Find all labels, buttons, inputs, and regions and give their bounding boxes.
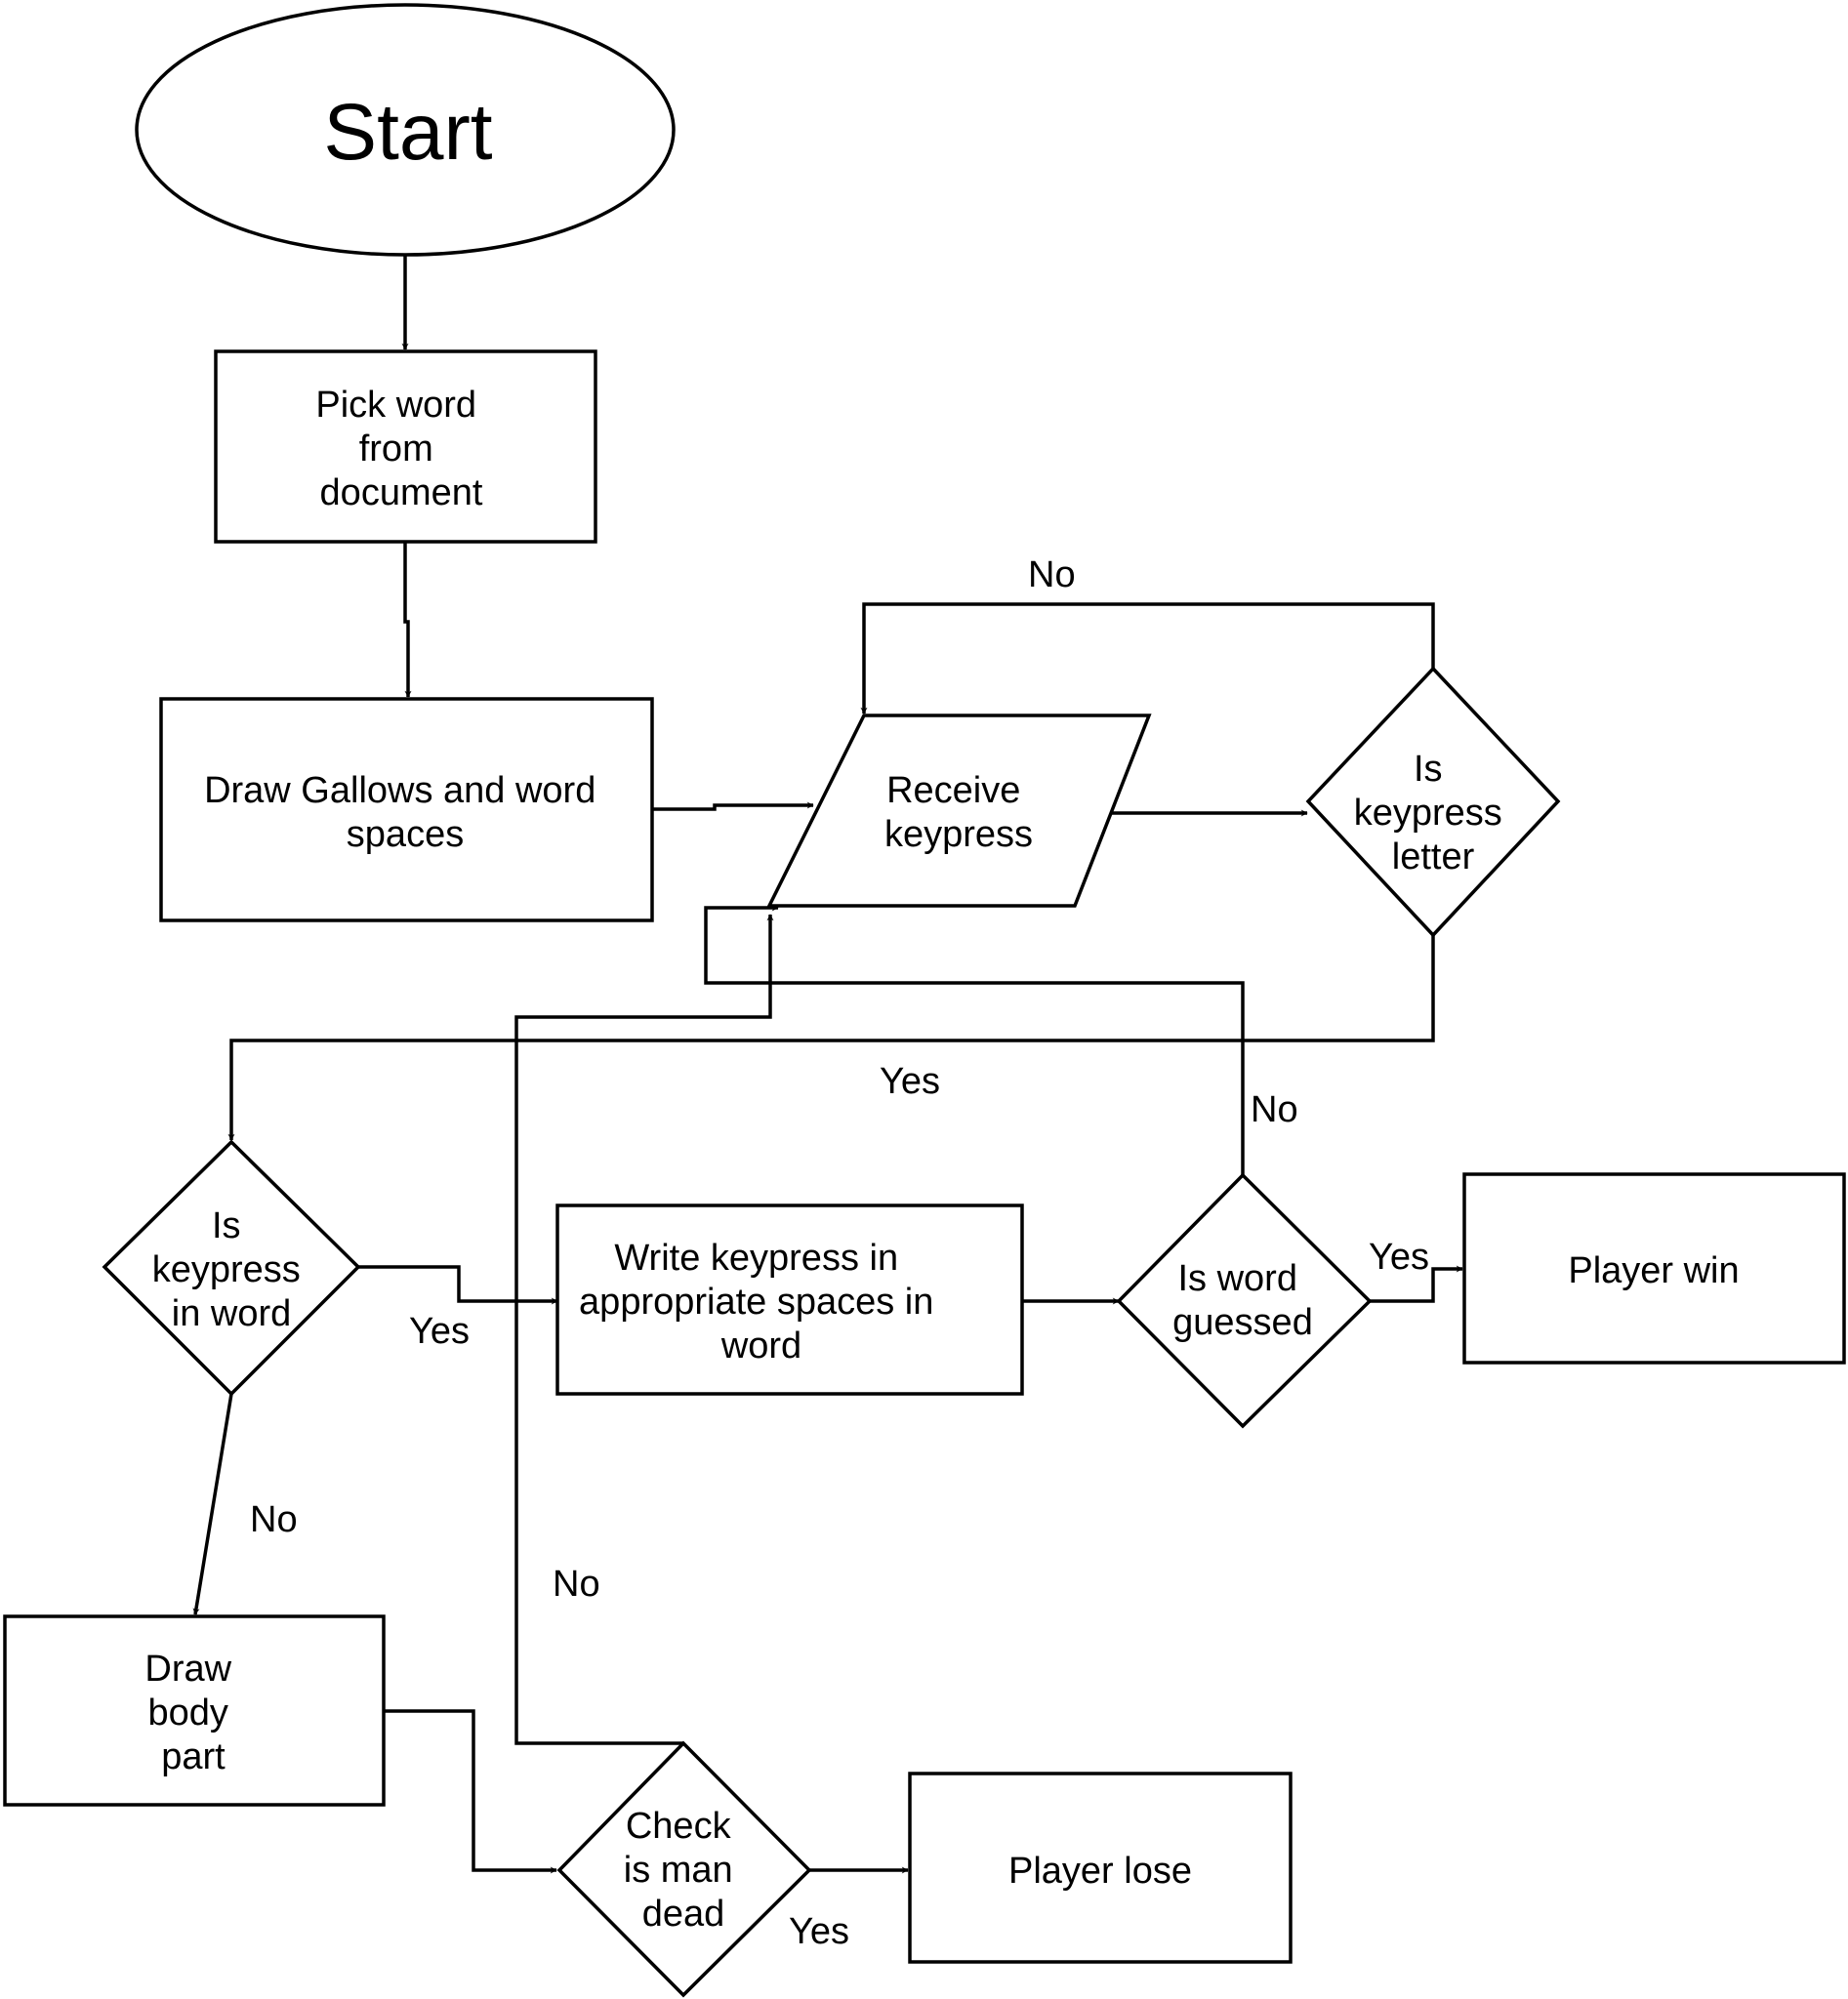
word-guessed-decision (1116, 1172, 1373, 1429)
player-win-terminal (1462, 1172, 1846, 1365)
node-labels: Start Pick word from document Draw Gallo… (144, 88, 1739, 1935)
edge-label-in-word-yes: Yes (409, 1311, 470, 1352)
man-dead-decision (556, 1740, 812, 1998)
in-word-decision (102, 1139, 361, 1397)
edge-label-letter-yes: Yes (880, 1061, 940, 1102)
edge-man-dead-no-to-receive-keypress (514, 914, 774, 1745)
edge-in-word-yes-to-write-keypress (358, 1265, 558, 1305)
write-keypress-label: Write keypress in appropriate spaces in … (579, 1238, 944, 1367)
player-lose-terminal (908, 1772, 1293, 1964)
in-word-label: Is keypress in word (152, 1205, 311, 1334)
edge-label-dead-yes: Yes (789, 1911, 849, 1952)
write-keypress-process (555, 1203, 1024, 1396)
edge-in-word-no-to-draw-body (192, 1393, 233, 1615)
draw-body-label: Draw body part (144, 1649, 241, 1777)
edge-label-guessed-yes: Yes (1369, 1237, 1429, 1278)
player-win-label: Player win (1568, 1250, 1739, 1291)
start-terminator (135, 3, 676, 257)
edge-draw-gallows-to-receive-keypress (653, 801, 814, 811)
edge-word-guessed-yes-to-player-win (1370, 1265, 1463, 1303)
draw-body-process (3, 1614, 386, 1807)
is-letter-label: Is keypress letter (1354, 749, 1513, 877)
start-label: Start (323, 88, 492, 177)
edges (192, 256, 1463, 1874)
man-dead-label: Check is man dead (624, 1806, 743, 1935)
edge-label-guessed-no: No (1251, 1089, 1298, 1130)
draw-gallows-process (159, 697, 654, 922)
edge-label-letter-no: No (1028, 554, 1076, 595)
edge-draw-body-to-man-dead (384, 1709, 557, 1874)
is-letter-decision (1305, 666, 1561, 938)
edge-is-letter-yes-to-in-word (227, 935, 1435, 1141)
edge-word-guessed-no-to-receive-keypress (704, 904, 1245, 1175)
receive-keypress-input (766, 714, 1152, 908)
edge-is-letter-no-to-receive-keypress (860, 602, 1435, 714)
receive-keypress-label: Receive keypress (884, 770, 1033, 855)
edge-labels: No Yes No Yes Yes No No Yes (250, 554, 1429, 1952)
edge-label-dead-no: No (553, 1564, 600, 1605)
edge-pick-word-to-draw-gallows (403, 543, 412, 698)
draw-gallows-label: Draw Gallows and word spaces (204, 770, 606, 855)
pick-word-label: Pick word from document (315, 385, 486, 513)
nodes (3, 3, 1846, 1998)
edge-label-in-word-no: No (250, 1499, 298, 1540)
word-guessed-label: Is word guessed (1172, 1258, 1313, 1343)
player-lose-label: Player lose (1008, 1851, 1192, 1892)
pick-word-process (214, 349, 597, 544)
